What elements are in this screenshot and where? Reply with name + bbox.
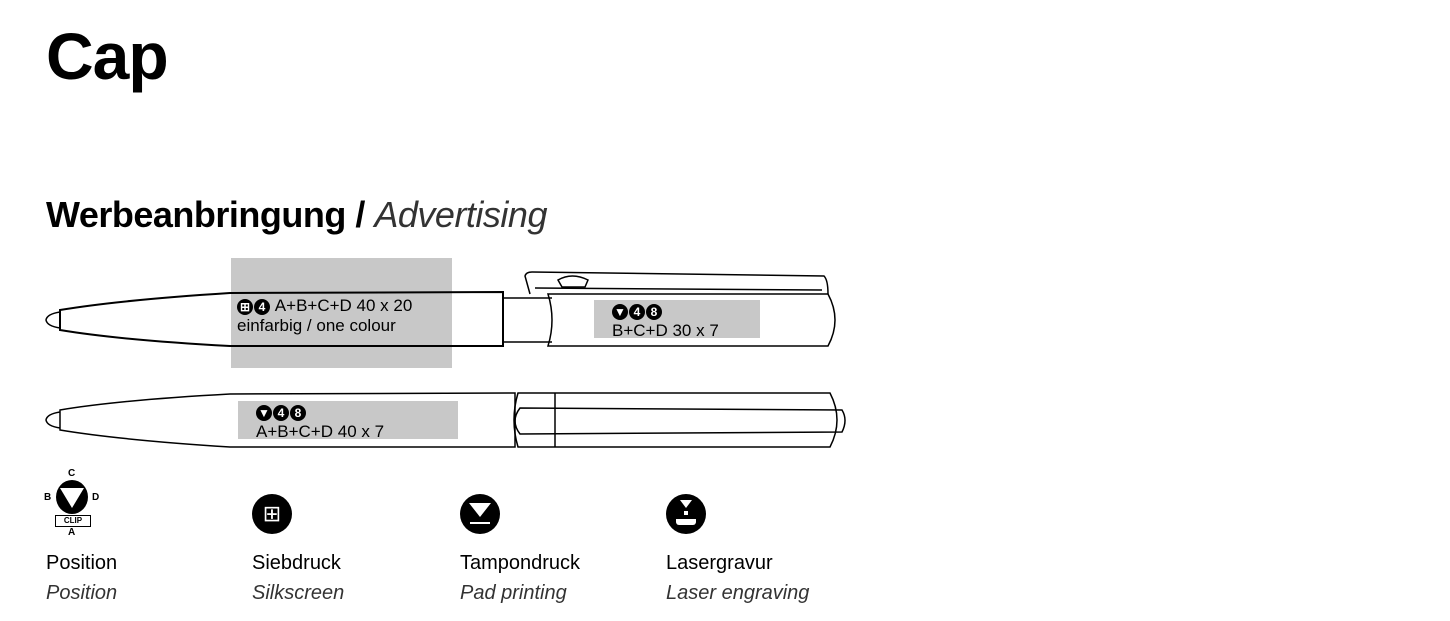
- pen-top-view: [45, 271, 836, 347]
- colour-count-badge: 4: [254, 298, 270, 315]
- section-title: Werbeanbringung / Advertising: [46, 194, 547, 235]
- colour-count-badge: 4: [629, 303, 645, 320]
- colour-count-badge: 8: [290, 404, 306, 421]
- laser-engraving-icon: [666, 494, 706, 534]
- pad-printing-icon: [460, 494, 500, 534]
- pen-side-view: [45, 392, 846, 448]
- silkscreen-icon: ⊞: [237, 298, 253, 315]
- colour-count-badge: 8: [646, 303, 662, 320]
- silkscreen-icon: ⊞: [252, 494, 292, 534]
- pad-print-icon: ▼: [256, 404, 272, 421]
- position-diagram-icon: C B D CLIP A: [44, 468, 100, 538]
- colour-count-badge: 4: [273, 404, 289, 421]
- pad-print-icon: ▼: [612, 303, 628, 320]
- print-area-1: [231, 258, 452, 368]
- print-area-1-label: ⊞4 A+B+C+D 40 x 20 einfarbig / one colou…: [237, 296, 413, 335]
- page-title: Cap: [46, 19, 169, 93]
